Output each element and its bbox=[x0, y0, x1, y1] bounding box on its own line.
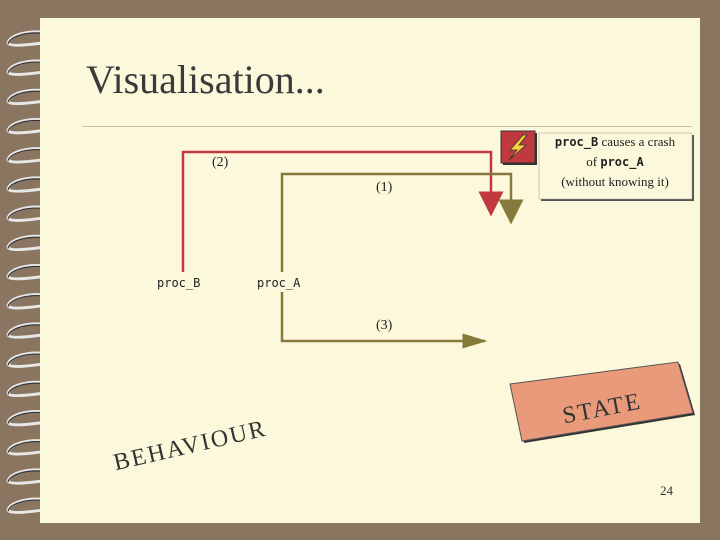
arrow-1-label: (1) bbox=[376, 180, 393, 195]
proc-a-label: proc_A bbox=[257, 276, 301, 290]
arrow-3-label: (3) bbox=[376, 318, 393, 333]
note-text-1: causes a crash bbox=[598, 134, 676, 149]
state-box bbox=[509, 361, 695, 443]
arrow-1-path bbox=[280, 172, 524, 272]
page-number: 24 bbox=[660, 483, 673, 498]
note-text-2: of bbox=[586, 154, 601, 169]
arrow-2-path bbox=[181, 150, 504, 272]
lightning-bolt-icon bbox=[500, 130, 537, 165]
slide-page bbox=[40, 18, 700, 523]
note-proc-a: proc_A bbox=[600, 155, 644, 169]
slide-title: Visualisation... bbox=[86, 57, 325, 102]
note-box bbox=[538, 132, 694, 201]
arrow-2-label: (2) bbox=[212, 155, 229, 170]
behaviour-label: BEHAVIOUR bbox=[111, 416, 269, 476]
proc-b-label: proc_B bbox=[157, 276, 201, 290]
crash-note: proc_B causes a crash of proc_A (without… bbox=[534, 132, 696, 191]
note-text-3: (without knowing it) bbox=[561, 174, 669, 189]
arrow-3-path bbox=[280, 292, 488, 349]
title-divider bbox=[82, 126, 692, 127]
note-proc-b: proc_B bbox=[554, 135, 599, 149]
